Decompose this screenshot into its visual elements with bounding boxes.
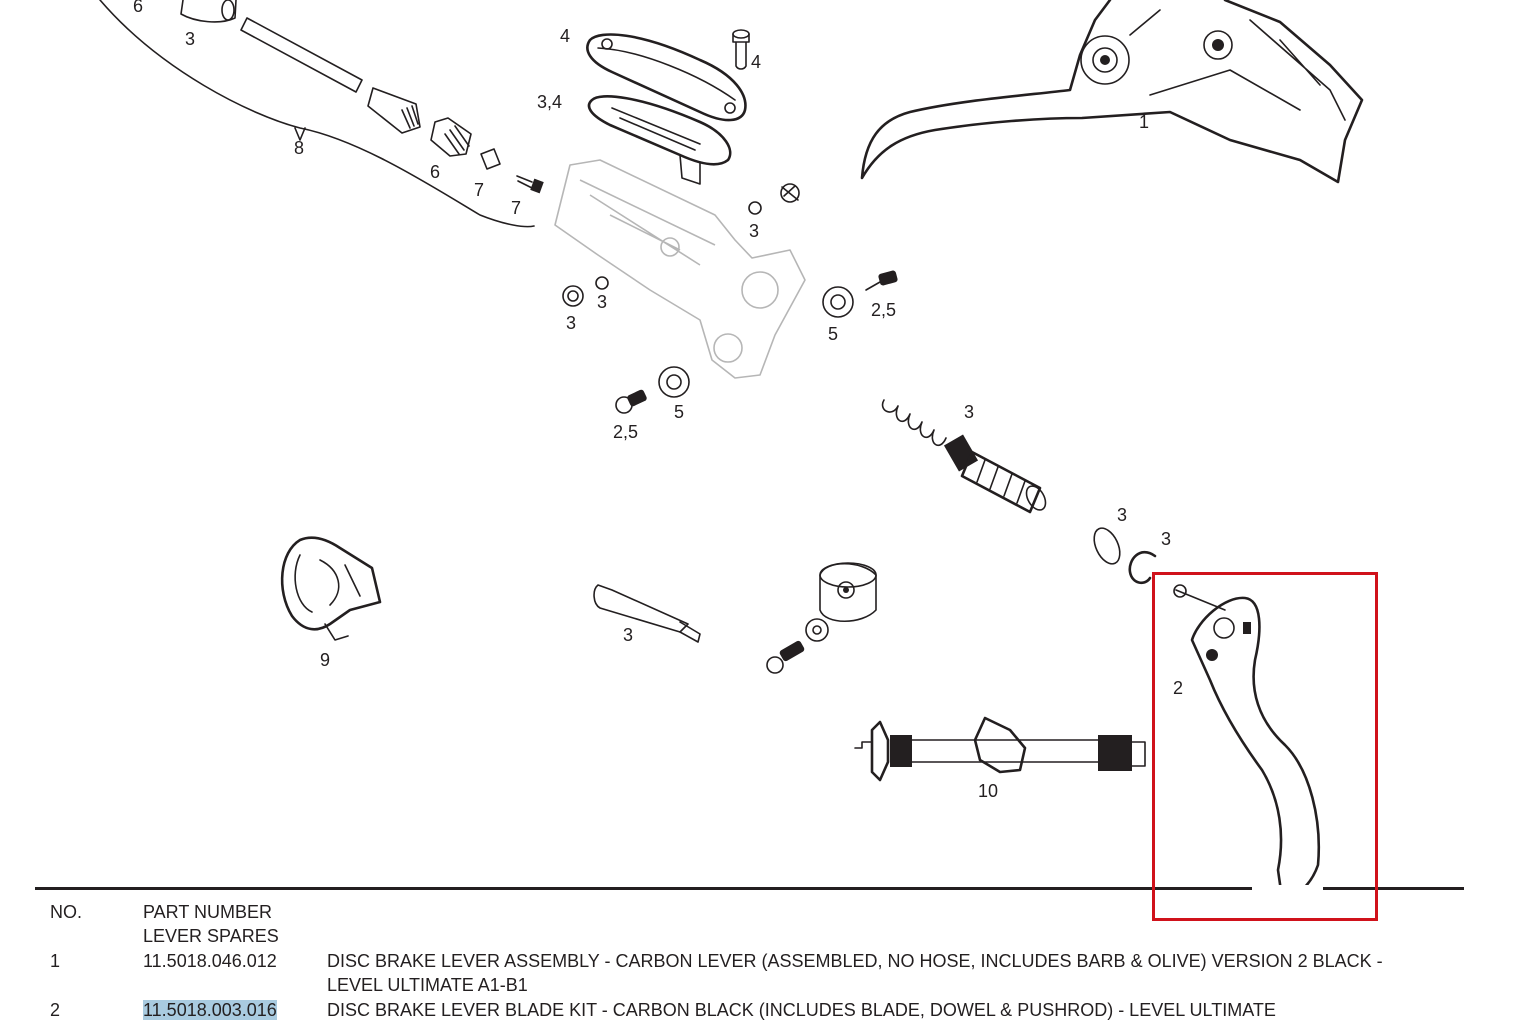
callout-6: 6 bbox=[430, 162, 440, 182]
row-2-no: 2 bbox=[50, 1000, 61, 1020]
bleed-screw bbox=[780, 183, 800, 203]
cam-bolt bbox=[766, 640, 805, 674]
callout-4-screw: 4 bbox=[751, 52, 761, 72]
lever-blade-2 bbox=[1173, 584, 1320, 885]
callout-1: 1 bbox=[1139, 112, 1149, 132]
section-lever-spares: LEVER SPARES bbox=[143, 926, 279, 946]
selected-part-number[interactable]: 11.5018.003.016 bbox=[143, 1000, 277, 1020]
callout-3-pin: 3 bbox=[623, 625, 633, 645]
pivot-bolt-right bbox=[865, 270, 898, 291]
callout-3-top: 3 bbox=[185, 29, 195, 49]
cover-screw-4 bbox=[732, 29, 750, 70]
hose-segment bbox=[240, 17, 363, 93]
reservoir-cover-4 bbox=[586, 33, 747, 122]
callout-6-top: 6 bbox=[133, 0, 143, 16]
callout-10: 10 bbox=[978, 781, 998, 801]
hose-kit-bracket bbox=[99, 0, 535, 228]
callout-2-5-right: 2,5 bbox=[871, 300, 896, 320]
reservoir-bladder-34 bbox=[587, 95, 732, 185]
o-ring-left bbox=[595, 276, 609, 290]
circlip bbox=[1128, 550, 1157, 585]
row-1-description-cont: LEVEL ULTIMATE A1-B1 bbox=[327, 975, 528, 995]
bearing-left bbox=[658, 366, 690, 398]
pivot-bolt-left bbox=[615, 389, 647, 414]
row-1-no: 1 bbox=[50, 951, 61, 971]
callout-7b: 7 bbox=[511, 198, 521, 218]
row-1-description: DISC BRAKE LEVER ASSEMBLY - CARBON LEVER… bbox=[327, 951, 1383, 971]
callout-4-cover: 4 bbox=[560, 26, 570, 46]
callout-3-4: 3,4 bbox=[537, 92, 562, 112]
header-part-number: PART NUMBER bbox=[143, 902, 273, 922]
small-screw-7 bbox=[516, 175, 544, 194]
header-no: NO. bbox=[50, 902, 83, 922]
lever-assembly-1 bbox=[860, 0, 1364, 184]
compression-nut-6 bbox=[430, 117, 472, 157]
callout-5-right: 5 bbox=[828, 324, 838, 344]
bleed-screw-left bbox=[562, 285, 584, 307]
callout-3-leftb: 3 bbox=[566, 313, 576, 333]
highlight-box bbox=[1152, 572, 1378, 921]
callout-9: 9 bbox=[320, 650, 330, 670]
callout-2: 2 bbox=[1173, 678, 1183, 698]
row-2-description: DISC BRAKE LEVER BLADE KIT - CARBON BLAC… bbox=[327, 1000, 1276, 1020]
row-2-part-number[interactable]: 11.5018.003.016 bbox=[143, 998, 277, 1022]
bearing-right bbox=[822, 286, 854, 318]
table-rule-left bbox=[35, 887, 1252, 890]
axle-assembly-10 bbox=[854, 716, 1146, 782]
callout-2-5-left: 2,5 bbox=[613, 422, 638, 442]
callout-3-spring: 3 bbox=[964, 402, 974, 422]
callout-8: 8 bbox=[294, 138, 304, 158]
o-ring bbox=[748, 201, 762, 215]
callout-3-bleed: 3 bbox=[749, 221, 759, 241]
reach-adjust-pin-3 bbox=[593, 584, 701, 643]
olive-7 bbox=[480, 148, 501, 170]
piston-spring-assembly bbox=[881, 399, 1047, 514]
callout-3-washer: 3 bbox=[1117, 505, 1127, 525]
callout-5-left: 5 bbox=[674, 402, 684, 422]
compression-fitting bbox=[367, 87, 421, 134]
callout-3-left: 3 bbox=[597, 292, 607, 312]
hose-barb-3 bbox=[180, 0, 237, 23]
exploded-parts-diagram: 6 3 4 4 3,4 8 6 7 7 1 3 3 3 2,5 5 2,5 5 … bbox=[99, 0, 1364, 885]
cam-roller bbox=[819, 562, 877, 622]
callout-7a: 7 bbox=[474, 180, 484, 200]
handlebar-clamp-9 bbox=[280, 536, 382, 641]
table-rule-right bbox=[1323, 887, 1464, 890]
cam-washer bbox=[805, 618, 829, 642]
piston-washer bbox=[1093, 527, 1121, 565]
lever-body-ghost bbox=[554, 159, 806, 379]
row-1-part-number: 11.5018.046.012 bbox=[143, 951, 277, 971]
callout-3-clip: 3 bbox=[1161, 529, 1171, 549]
